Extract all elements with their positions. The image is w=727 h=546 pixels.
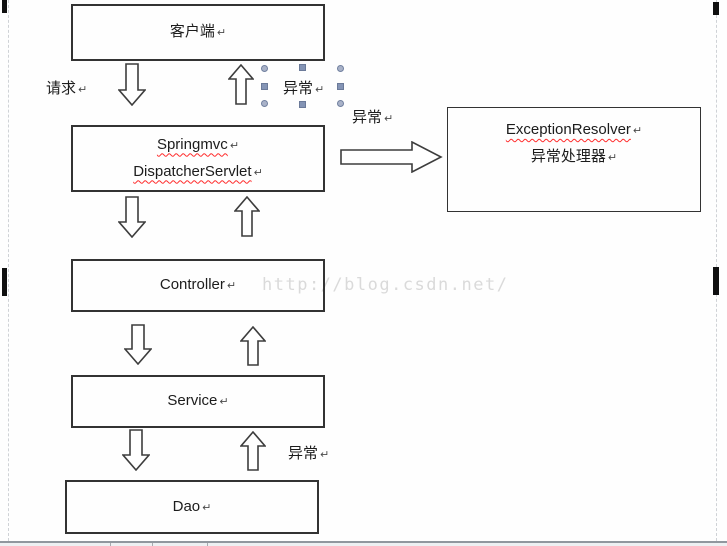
paragraph-mark-icon: ↵ — [202, 500, 212, 514]
paragraph-mark-icon: ↵ — [320, 448, 330, 461]
box-service-text: Service — [167, 392, 218, 409]
selection-handle-corner[interactable] — [261, 65, 268, 72]
selection-handle-edge[interactable] — [337, 83, 344, 90]
label-exception-dao[interactable]: 异常↵ — [288, 444, 329, 464]
box-controller[interactable]: Controller↵ — [71, 259, 325, 312]
down-arrow-icon[interactable] — [118, 63, 146, 106]
label-exception-resolver-arrow-text: 异常 — [352, 109, 383, 126]
selection-handle-edge[interactable] — [299, 64, 306, 71]
ruler-tick — [207, 543, 208, 546]
page-margin-mark — [713, 267, 719, 295]
box-exception-resolver-line2: 异常处理器↵ — [531, 144, 617, 171]
label-exception-resolver-arrow[interactable]: 异常↵ — [352, 108, 393, 128]
box-dao-label: Dao↵ — [173, 494, 212, 521]
page-bottom-border — [0, 541, 727, 543]
box-client-label: 客户端↵ — [170, 19, 226, 46]
paragraph-mark-icon: ↵ — [607, 151, 618, 164]
selection-handle-corner[interactable] — [337, 100, 344, 107]
selection-handle-edge[interactable] — [299, 101, 306, 108]
box-exception-resolver-text1: ExceptionResolver — [505, 121, 631, 138]
label-exception-dao-text: 异常 — [288, 445, 319, 462]
box-dispatcher-line1: Springmvc↵ — [157, 132, 239, 159]
box-dispatcher-line2: DispatcherServlet↵ — [133, 159, 263, 186]
up-arrow-icon[interactable] — [234, 196, 260, 237]
selection-handles — [261, 64, 344, 108]
page-margin-mark — [2, 0, 7, 13]
paragraph-mark-icon: ↵ — [315, 83, 325, 96]
page-bottom-strip — [0, 543, 727, 546]
box-exception-resolver[interactable]: ExceptionResolver↵ 异常处理器↵ — [447, 107, 701, 212]
paragraph-mark-icon: ↵ — [219, 395, 229, 408]
up-arrow-icon[interactable] — [240, 431, 266, 471]
up-arrow-icon[interactable] — [228, 64, 254, 105]
page-margin-mark — [713, 2, 719, 15]
box-dispatcher-servlet[interactable]: Springmvc↵ DispatcherServlet↵ — [71, 125, 325, 192]
box-controller-text: Controller — [159, 276, 225, 293]
label-exception-client[interactable]: 异常↵ — [283, 79, 324, 99]
paragraph-mark-icon: ↵ — [229, 138, 240, 152]
selection-handle-edge[interactable] — [261, 83, 268, 90]
down-arrow-icon[interactable] — [118, 196, 146, 238]
box-service[interactable]: Service↵ — [71, 375, 325, 428]
box-service-label: Service↵ — [167, 388, 228, 415]
label-exception-client-text: 异常 — [283, 80, 314, 97]
box-dao-text: Dao — [172, 497, 201, 515]
ruler-tick — [152, 543, 153, 546]
box-controller-label: Controller↵ — [160, 272, 236, 299]
paragraph-mark-icon: ↵ — [253, 165, 263, 179]
box-dao[interactable]: Dao↵ — [65, 480, 319, 534]
right-arrow-icon[interactable] — [340, 141, 443, 173]
page-margin-mark — [2, 268, 7, 296]
up-arrow-icon[interactable] — [240, 326, 266, 366]
down-arrow-icon[interactable] — [122, 429, 150, 471]
paragraph-mark-icon: ↵ — [632, 124, 643, 137]
paragraph-mark-icon: ↵ — [78, 83, 88, 96]
page-boundary-left — [8, 0, 9, 541]
box-client[interactable]: 客户端↵ — [71, 4, 325, 61]
paragraph-mark-icon: ↵ — [226, 279, 237, 292]
box-dispatcher-text2: DispatcherServlet — [133, 162, 252, 180]
selection-handle-corner[interactable] — [261, 100, 268, 107]
down-arrow-icon[interactable] — [124, 324, 152, 365]
box-dispatcher-text1: Springmvc — [156, 135, 228, 153]
label-request-text: 请求 — [46, 80, 77, 97]
selection-handle-corner[interactable] — [337, 65, 344, 72]
box-client-text: 客户端 — [169, 23, 215, 40]
box-exception-resolver-text2: 异常处理器 — [530, 148, 606, 165]
ruler-tick — [110, 543, 111, 546]
box-exception-resolver-line1: ExceptionResolver↵ — [506, 117, 642, 144]
paragraph-mark-icon: ↵ — [216, 26, 227, 39]
label-request[interactable]: 请求↵ — [46, 79, 87, 99]
paragraph-mark-icon: ↵ — [384, 112, 394, 125]
